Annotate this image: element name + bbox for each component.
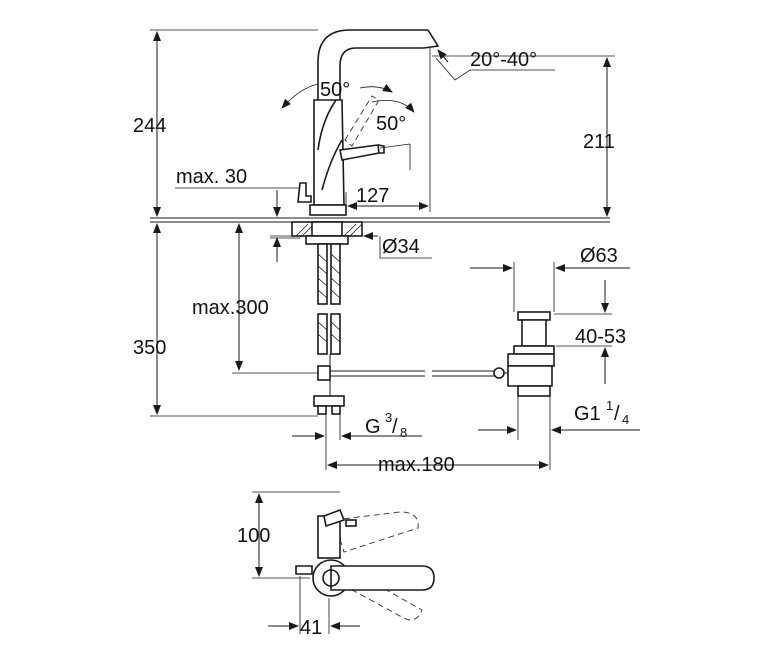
label-drain-thread: G1 1 / 4 [574,398,629,427]
drain-thread-den: 4 [622,412,629,427]
label-rotation-spout: 20°-40° [470,49,537,71]
deck [150,217,610,245]
label-connection-thread: G 3 / 8 [365,410,407,440]
label-top-width: 41 [300,617,322,639]
label-hole-diameter: Ø34 [382,236,420,258]
label-top-depth: 100 [237,525,270,547]
label-drain-diameter: Ø63 [580,245,618,267]
flex-hoses [313,243,345,415]
label-reach: 127 [356,185,389,207]
connection-slash: / [392,416,398,438]
waste-drain [504,311,555,397]
label-rotation-side: 50° [376,113,406,135]
drain-thread-prefix: G1 [574,403,601,425]
connection-den: 8 [400,425,407,440]
label-350: 350 [133,337,166,359]
connection-prefix: G [365,416,381,438]
label-rotation-top: 50° [320,79,350,101]
label-drain-range: 40-53 [575,326,626,348]
dimension-labels: 244 211 20°-40° 50° 50° max. 30 127 Ø34 … [133,49,629,639]
dimension-lines [150,29,640,470]
label-max-hose: max.300 [192,297,269,319]
label-max-deck: max. 30 [176,166,247,188]
connection-num: 3 [385,410,392,425]
label-211: 211 [583,131,615,153]
drain-thread-slash: / [614,403,620,425]
drain-thread-num: 1 [606,398,613,413]
label-244: 244 [133,115,166,137]
faucet-top-view [252,491,435,634]
pop-up-rod [317,365,505,381]
label-max-rod: max.180 [378,454,455,476]
faucet-front-view [297,29,440,216]
